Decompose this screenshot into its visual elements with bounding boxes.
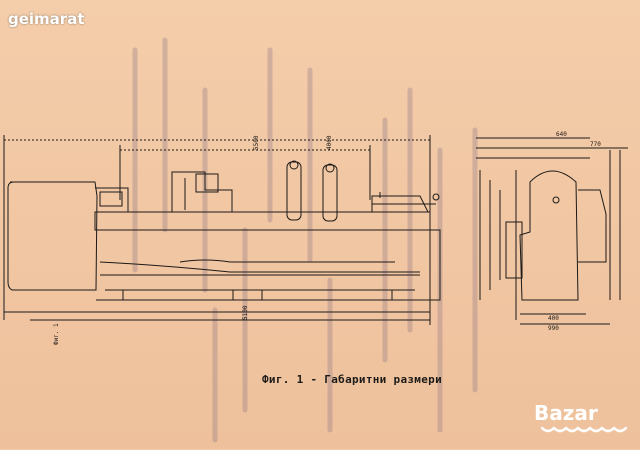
svg-text:640: 640 [556, 131, 567, 138]
svg-text:400: 400 [548, 315, 559, 322]
svg-text:Фиг. 1: Фиг. 1 [53, 323, 60, 345]
svg-text:5500: 5500 [253, 135, 260, 150]
svg-text:770: 770 [590, 141, 601, 148]
bazar-logo: Bazar [534, 401, 628, 433]
svg-text:5100: 5100 [242, 305, 249, 320]
svg-text:990: 990 [548, 325, 559, 332]
svg-text:4000: 4000 [326, 135, 333, 150]
figure-caption: Фиг. 1 - Габаритни размери [262, 373, 442, 386]
svg-text:Bazar: Bazar [534, 401, 598, 425]
watermark-text: geimarat [8, 10, 85, 28]
